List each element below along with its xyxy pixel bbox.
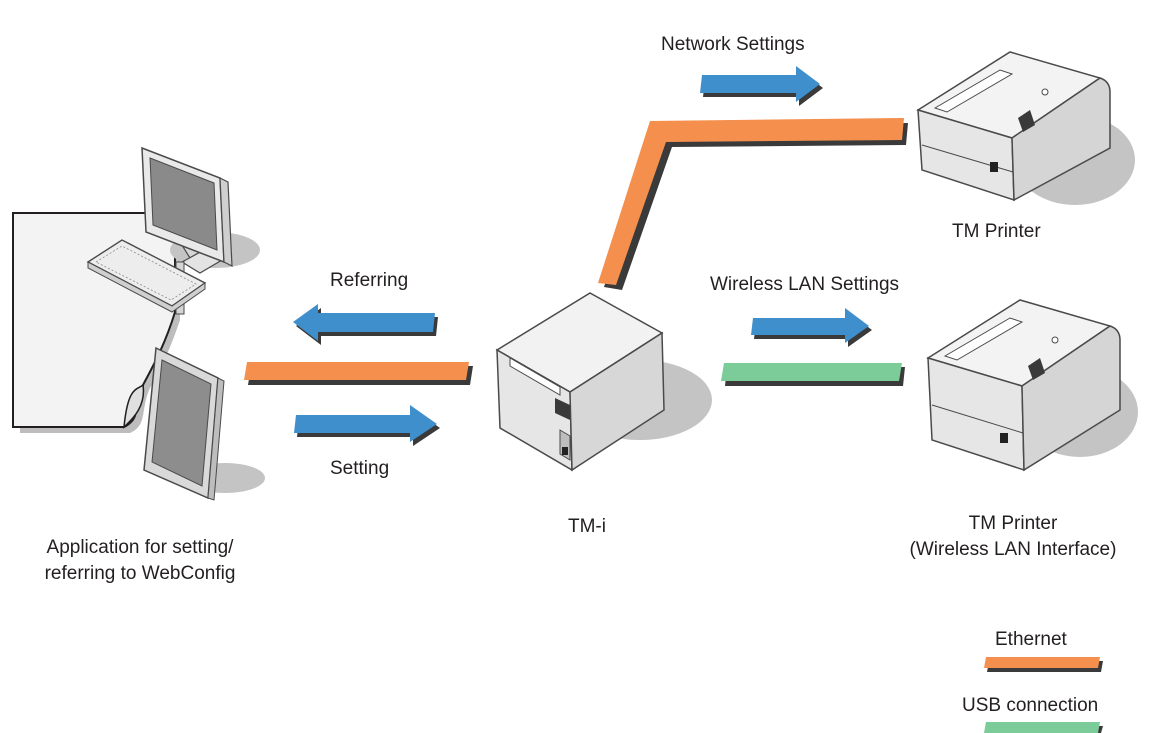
tm-printer-wireless-illustration (926, 299, 1138, 472)
legend-ethernet-swatch (984, 657, 1103, 672)
application-label-line2: referring to WebConfig (44, 562, 236, 584)
client-application-illustration (12, 146, 265, 501)
legend-ethernet-label: Ethernet (995, 629, 1067, 650)
network-settings-arrow (700, 66, 823, 106)
tm-printer-wireless-label-line2: (Wireless LAN Interface) (909, 538, 1117, 560)
tm-printer-wireless-label-line1: TM Printer (968, 513, 1058, 534)
application-label-line1: Application for setting/ (46, 537, 234, 558)
referring-label: Referring (330, 270, 409, 291)
tm-printer-illustration (916, 51, 1135, 205)
tm-printer-label: TM Printer (952, 221, 1041, 242)
tm-i-device-illustration (495, 292, 712, 472)
legend-usb-label: USB connection (962, 695, 1099, 716)
referring-arrow (293, 304, 438, 345)
wireless-lan-settings-arrow (751, 308, 872, 347)
application-label: Application for setting/ referring to We… (10, 535, 270, 586)
ethernet-line-printer (598, 118, 908, 290)
ethernet-line-client (244, 362, 473, 385)
network-settings-label: Network Settings (661, 34, 805, 55)
tm-i-label: TM-i (568, 516, 606, 537)
usb-line-printer (721, 363, 905, 386)
wireless-lan-settings-label: Wireless LAN Settings (710, 274, 900, 295)
setting-label: Setting (330, 458, 390, 479)
legend-usb-swatch (984, 722, 1103, 733)
setting-arrow (294, 405, 440, 446)
tm-printer-wireless-label: TM Printer (Wireless LAN Interface) (878, 511, 1148, 562)
